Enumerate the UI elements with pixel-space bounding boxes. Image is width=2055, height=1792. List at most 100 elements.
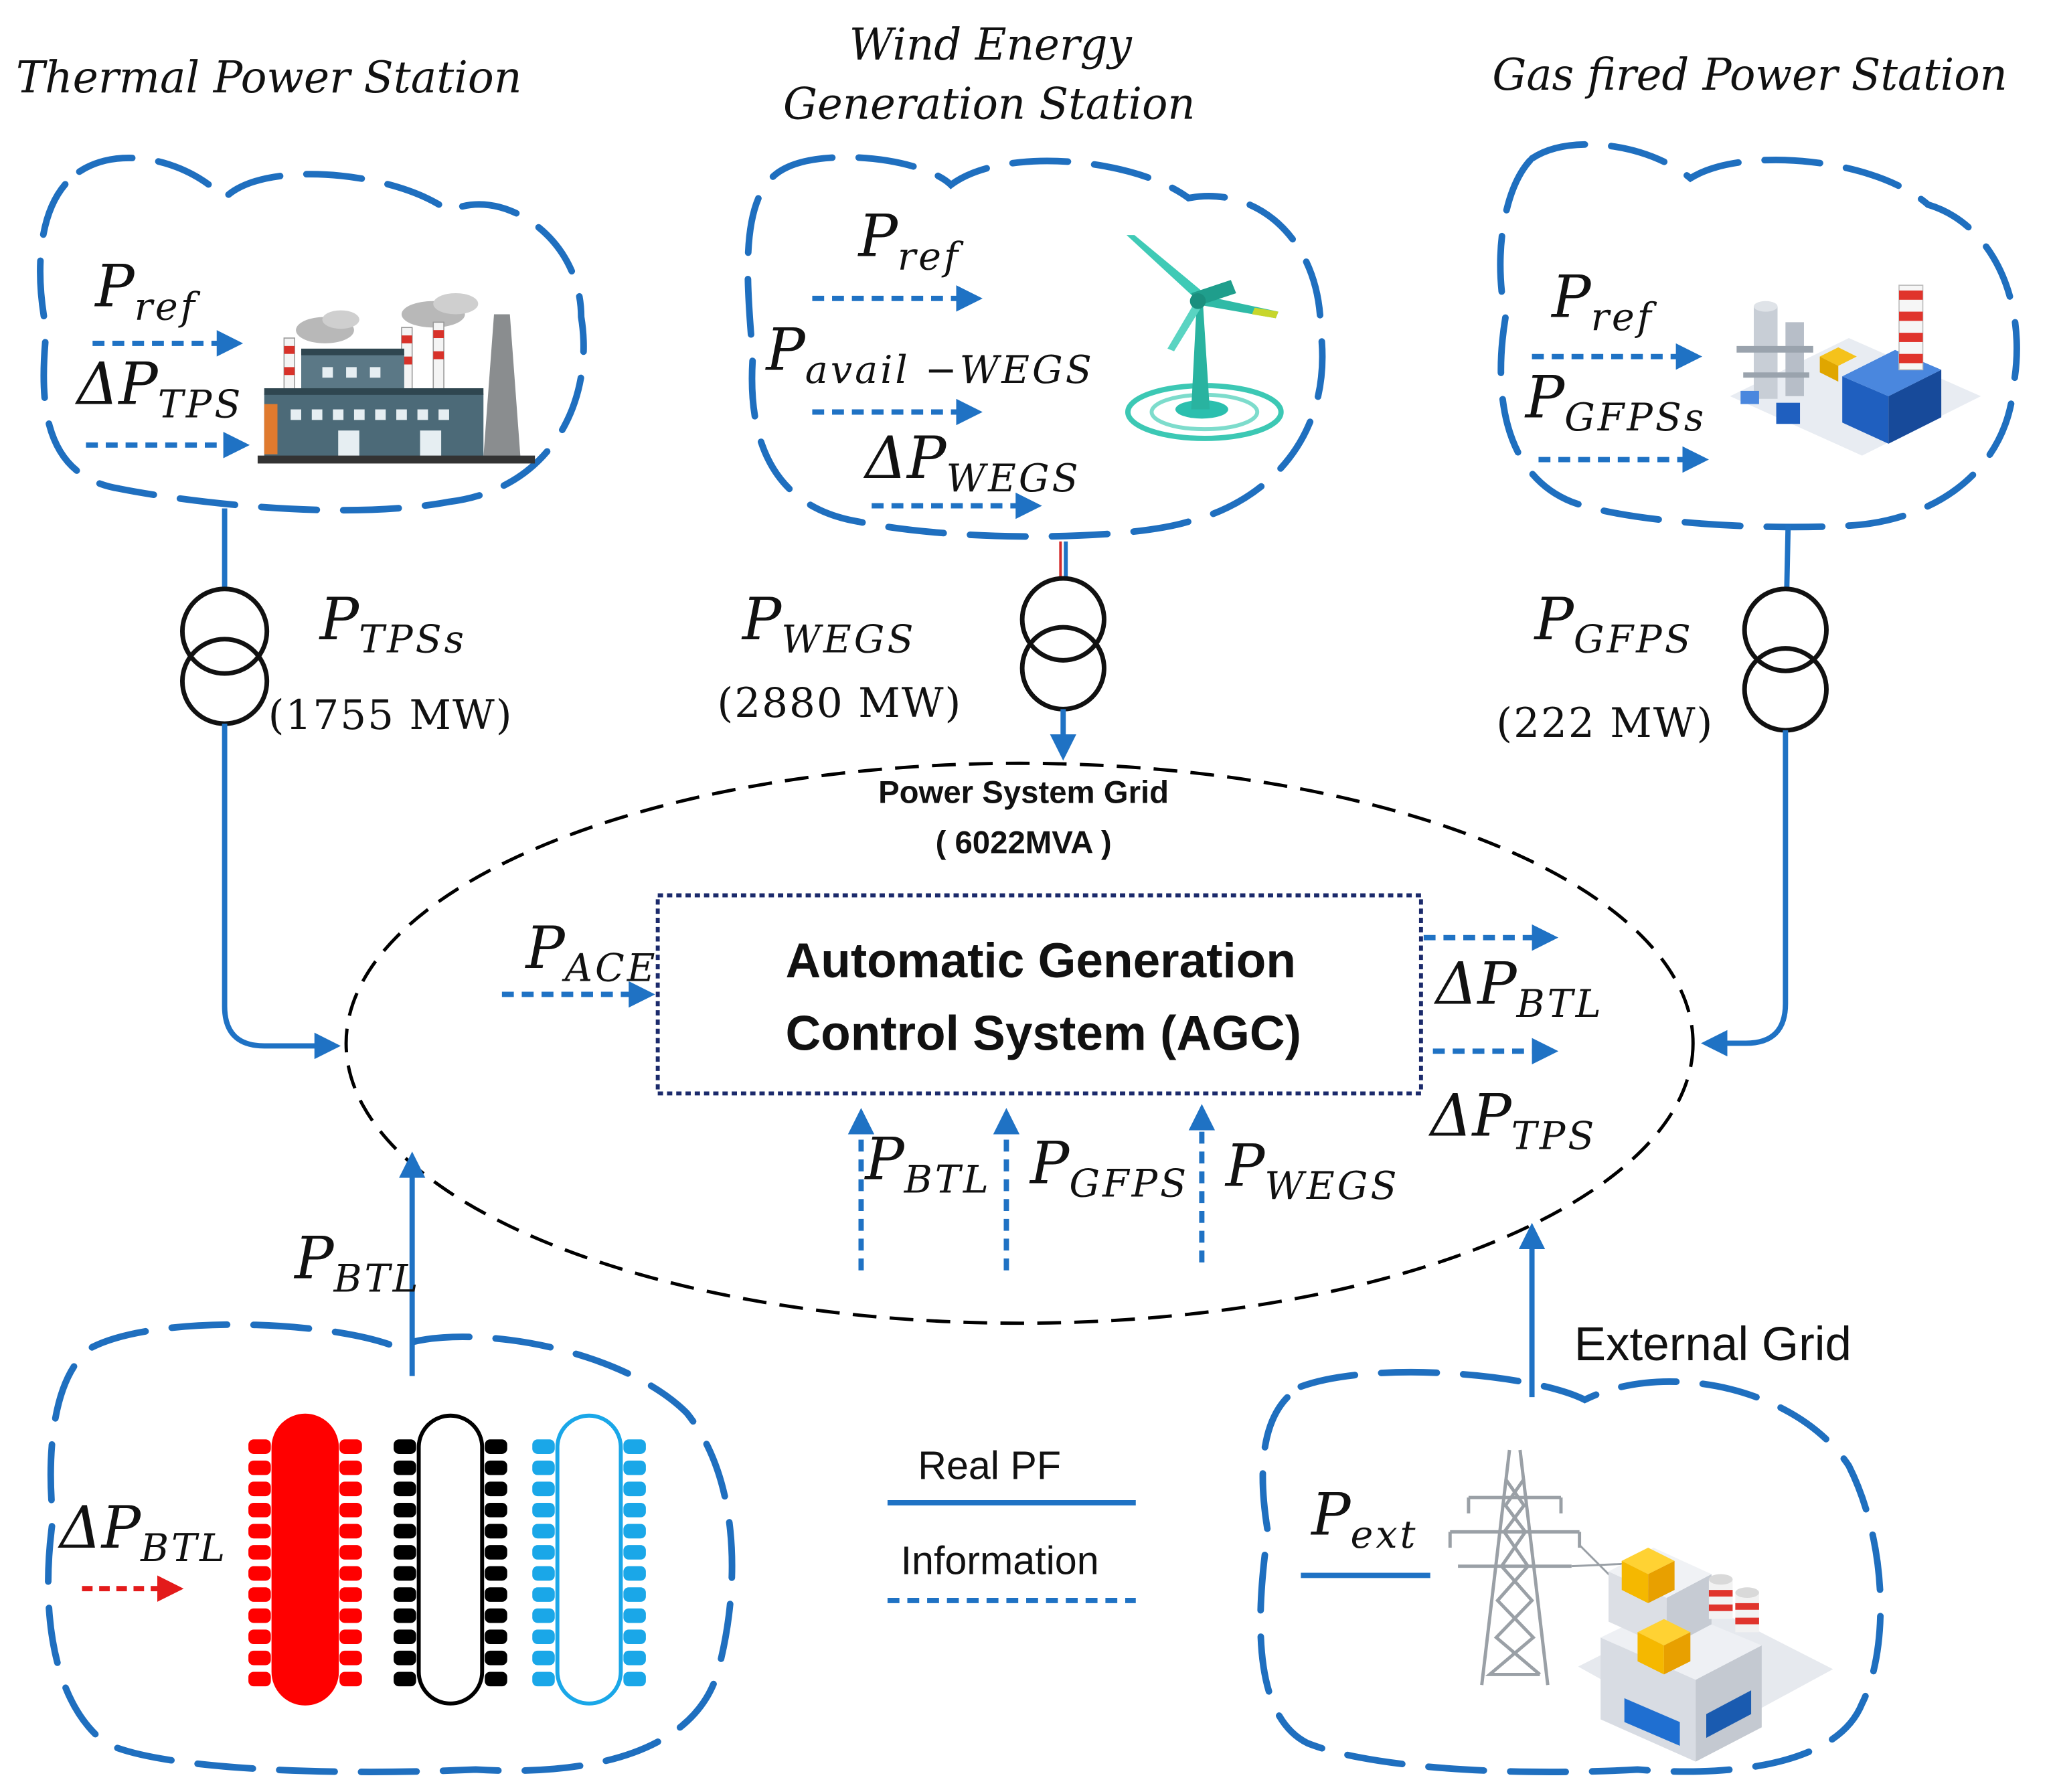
external-pext-label: Pext: [1310, 1481, 1418, 1557]
gas-transformer-winding-1: [1742, 586, 1829, 673]
btl-unit-tooth: [485, 1629, 507, 1645]
wind-output-label: PWEGS: [741, 586, 916, 662]
thermal-to-grid-line: [222, 724, 341, 1060]
window: [311, 409, 323, 420]
plant-roof: [301, 348, 404, 355]
tower-bracing: [1493, 1478, 1542, 1676]
thermal-station-title: Thermal Power Station: [16, 53, 522, 103]
btl-unit-tooth: [623, 1629, 646, 1645]
agc-title-line1: Automatic Generation: [786, 934, 1296, 988]
btl-unit-tooth: [485, 1608, 507, 1623]
btl-unit-tooth: [248, 1502, 271, 1518]
smoke-puff: [433, 293, 479, 315]
btl-unit-tooth: [485, 1502, 507, 1518]
plant-main-building: [264, 393, 484, 457]
turbine-blade: [1126, 235, 1205, 299]
btl-unit-tooth: [623, 1608, 646, 1623]
gas-rating: (222 MW): [1496, 700, 1714, 747]
gas-plant-blue-block-side: [1888, 370, 1942, 444]
btl-unit-tooth: [394, 1587, 416, 1602]
btl-unit-tooth: [623, 1460, 646, 1475]
btl-unit-tooth: [623, 1524, 646, 1539]
btl-unit-tooth: [339, 1672, 362, 1687]
btl-unit-tooth: [339, 1545, 362, 1560]
btl-unit-tooth: [394, 1650, 416, 1665]
thermal-station-boundary: [37, 155, 587, 514]
btl-unit-tooth: [339, 1481, 362, 1497]
btl-unit-tooth: [485, 1524, 507, 1539]
btl-unit-tooth: [339, 1587, 362, 1602]
window: [322, 367, 333, 378]
btl-unit-tooth: [532, 1545, 555, 1560]
plant-door: [338, 430, 359, 457]
btl-unit-tooth: [394, 1629, 416, 1645]
wind-transformer-winding-2: [1019, 625, 1106, 712]
btl-unit-tooth: [248, 1566, 271, 1581]
btl-unit-tooth: [532, 1587, 555, 1602]
btl-unit-tooth: [339, 1439, 362, 1454]
window: [291, 409, 301, 420]
btl-unit-tooth: [623, 1587, 646, 1602]
btl-unit-tooth: [394, 1672, 416, 1687]
wind-turbine-icon: [1125, 235, 1284, 441]
chimney-band: [1899, 291, 1923, 300]
btl-unit-tooth: [623, 1672, 646, 1687]
power-system-grid-boundary: [344, 761, 1695, 1325]
gas-plant-icon: [1730, 284, 1981, 456]
window: [369, 367, 381, 378]
yellow-cube-front: [1637, 1632, 1664, 1675]
gas-plant-blue-unit: [1740, 390, 1759, 404]
btl-station-boundary: [45, 1321, 736, 1775]
window: [353, 409, 365, 420]
agc-pace-label: PACE: [524, 914, 657, 991]
agc-title-line2: Control System (AGC): [785, 1006, 1301, 1060]
tower-bracing: [1485, 1478, 1540, 1676]
thermal-delta-p-label: ΔPTPS: [75, 351, 244, 427]
btl-unit-tooth: [623, 1650, 646, 1665]
window: [396, 409, 407, 420]
yellow-cube-front: [1621, 1560, 1649, 1603]
btl-unit-tooth: [532, 1650, 555, 1665]
btl-unit-cyan: [555, 1413, 623, 1706]
wind-station-boundary: [744, 154, 1326, 540]
gas-plant-blue-block-front: [1842, 376, 1889, 444]
cylinder-band: [1708, 1590, 1733, 1597]
agc-delta-pbtl-label: ΔPBTL: [1434, 950, 1604, 1026]
gas-plant-pipe: [1736, 345, 1813, 353]
legend-information-label: Information: [901, 1538, 1099, 1582]
btl-unit-black: [416, 1413, 485, 1706]
chimney-band: [401, 356, 412, 365]
plant-door: [420, 430, 442, 457]
btl-unit-tooth: [248, 1439, 271, 1454]
btl-unit-tooth: [623, 1545, 646, 1560]
smoke-puff: [322, 310, 359, 329]
gas-plant-pipe: [1743, 372, 1809, 378]
btl-unit-tooth: [623, 1502, 646, 1518]
ground-strip: [257, 455, 536, 464]
btl-unit-tooth: [394, 1545, 416, 1560]
turbine-tower: [1191, 306, 1210, 410]
plant-windows: [291, 367, 449, 457]
grid-title: Power System Grid: [878, 775, 1169, 810]
btl-unit-tooth: [532, 1566, 555, 1581]
btl-unit-tooth: [394, 1460, 416, 1475]
turbine-hub: [1189, 293, 1206, 309]
agc-delta-ptps-label: ΔPTPS: [1428, 1082, 1597, 1159]
btl-unit-tooth: [532, 1481, 555, 1497]
wind-pavail-label: Pavail −WEGS: [764, 316, 1094, 392]
external-grid-title: External Grid: [1574, 1318, 1852, 1371]
btl-unit-tooth: [532, 1629, 555, 1645]
cylinder-band: [1708, 1604, 1733, 1611]
btl-unit-tooth: [248, 1672, 271, 1687]
agc-box: [655, 893, 1423, 1096]
btl-unit-red: [271, 1413, 339, 1706]
yellow-cube-side: [1648, 1560, 1675, 1603]
concrete-stack: [483, 314, 521, 457]
thermal-transformer-winding-1: [179, 586, 270, 676]
chimney-band: [1899, 353, 1923, 363]
btl-unit-tooth: [485, 1545, 507, 1560]
btl-unit-tooth: [623, 1481, 646, 1497]
btl-unit-tooth: [532, 1672, 555, 1687]
btl-unit-tooth: [248, 1524, 271, 1539]
